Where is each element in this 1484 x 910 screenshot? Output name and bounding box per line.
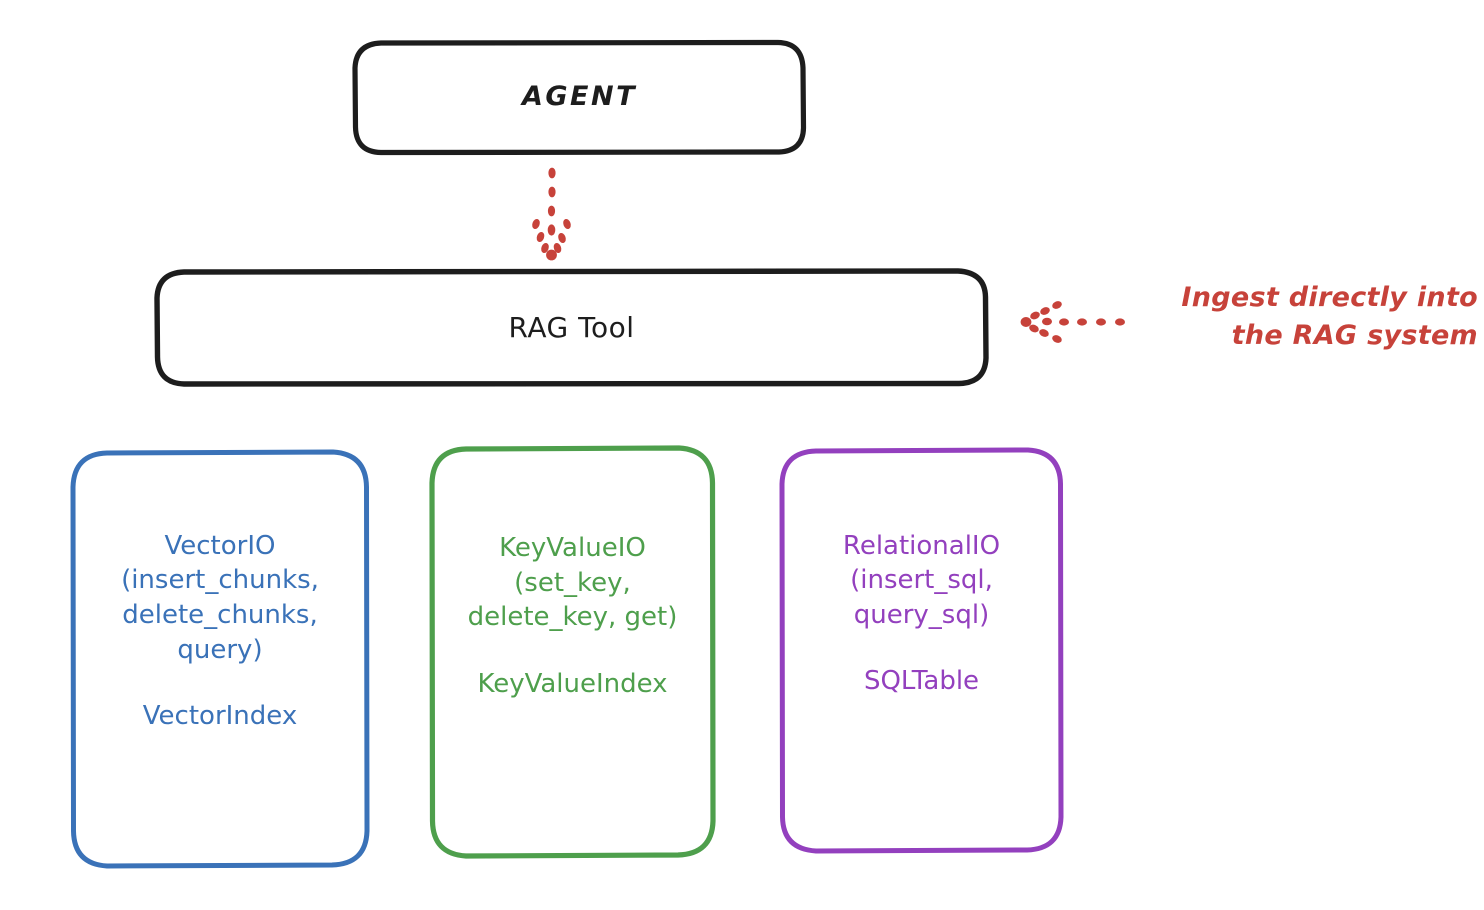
key-value-io-node[interactable]: KeyValueIO (set_key, delete_key, get) Ke… (432, 448, 713, 856)
vector-io-api-label: VectorIO (insert_chunks, delete_chunks, … (121, 530, 319, 665)
relational-io-node[interactable]: RelationalIO (insert_sql, query_sql) SQL… (782, 450, 1061, 851)
vector-index-label: VectorIndex (142, 701, 298, 732)
rag-tool-label: RAG Tool (508, 310, 635, 344)
agent-node[interactable]: AGENT (355, 42, 804, 153)
agent-label: AGENT (521, 81, 637, 113)
key-value-index-label: KeyValueIndex (477, 668, 668, 699)
sql-table-label: SQLTable (863, 666, 980, 697)
rag-tool-node[interactable]: RAG Tool (157, 271, 986, 384)
relational-io-api-label: RelationalIO (insert_sql, query_sql) (842, 530, 1001, 630)
key-value-io-api-label: KeyValueIO (set_key, delete_key, get) (467, 533, 678, 633)
vector-io-node[interactable]: VectorIO (insert_chunks, delete_chunks, … (73, 452, 367, 866)
ingest-note-arrow (1020, 301, 1125, 343)
agent-to-rag-tool-arrow (532, 167, 571, 261)
ingest-note-text: Ingest directly into the RAG system (1181, 282, 1478, 352)
